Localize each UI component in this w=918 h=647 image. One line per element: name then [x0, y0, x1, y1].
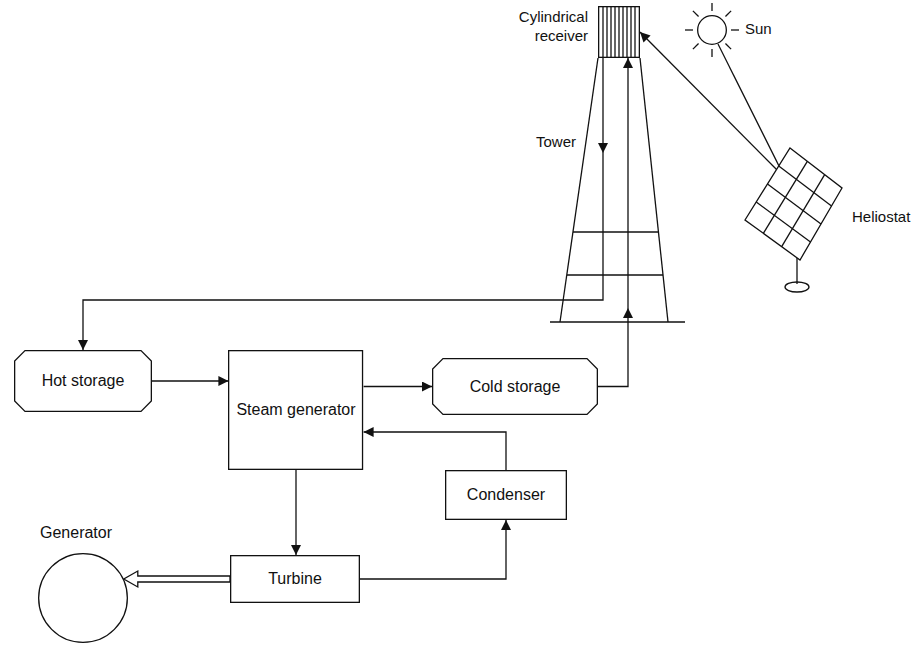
box-label: Cold storage	[470, 377, 561, 396]
generator-circle: Generator	[38, 553, 128, 643]
flow-connector	[364, 386, 432, 387]
node-outline	[697, 15, 727, 45]
tower-leg	[560, 58, 598, 322]
ground-line	[550, 321, 685, 322]
heliostat: Heliostat	[745, 148, 842, 260]
flow-connector	[640, 32, 783, 176]
flow-connector	[364, 432, 506, 470]
part-label: Cylindrical receiver	[502, 8, 590, 46]
box-label: Turbine	[268, 569, 322, 588]
storage-tank: Cold storage	[432, 358, 598, 415]
receiver: Cylindrical receiver	[598, 6, 640, 58]
box-label: Hot storage	[42, 371, 125, 390]
storage-tank: Hot storage	[14, 350, 152, 412]
node-outline	[745, 148, 842, 260]
node-outline	[38, 553, 128, 643]
structure-label: Tower	[534, 133, 578, 150]
part-label: Heliostat	[850, 208, 912, 227]
process-box: Steam generator	[228, 350, 363, 470]
heliostat-pole	[796, 258, 797, 284]
node-outline	[598, 6, 640, 58]
flow-connector	[598, 58, 628, 387]
flow-connector	[152, 380, 228, 381]
sun: Sun	[697, 15, 727, 45]
flow-connector	[83, 58, 603, 350]
heliostat-base	[785, 282, 809, 292]
shaft-arrow	[124, 571, 230, 587]
flow-connector	[718, 44, 785, 178]
flow-connector	[360, 520, 506, 579]
box-label: Condenser	[467, 485, 545, 504]
flow-connector	[295, 470, 296, 555]
part-label: Sun	[743, 20, 774, 39]
box-label: Steam generator	[236, 400, 355, 419]
tower-bar	[567, 274, 663, 275]
part-label: Generator	[38, 523, 114, 543]
tower-bar	[573, 231, 659, 232]
process-box: Condenser	[445, 470, 567, 520]
process-box: Turbine	[230, 555, 360, 603]
tower-leg	[640, 58, 668, 322]
